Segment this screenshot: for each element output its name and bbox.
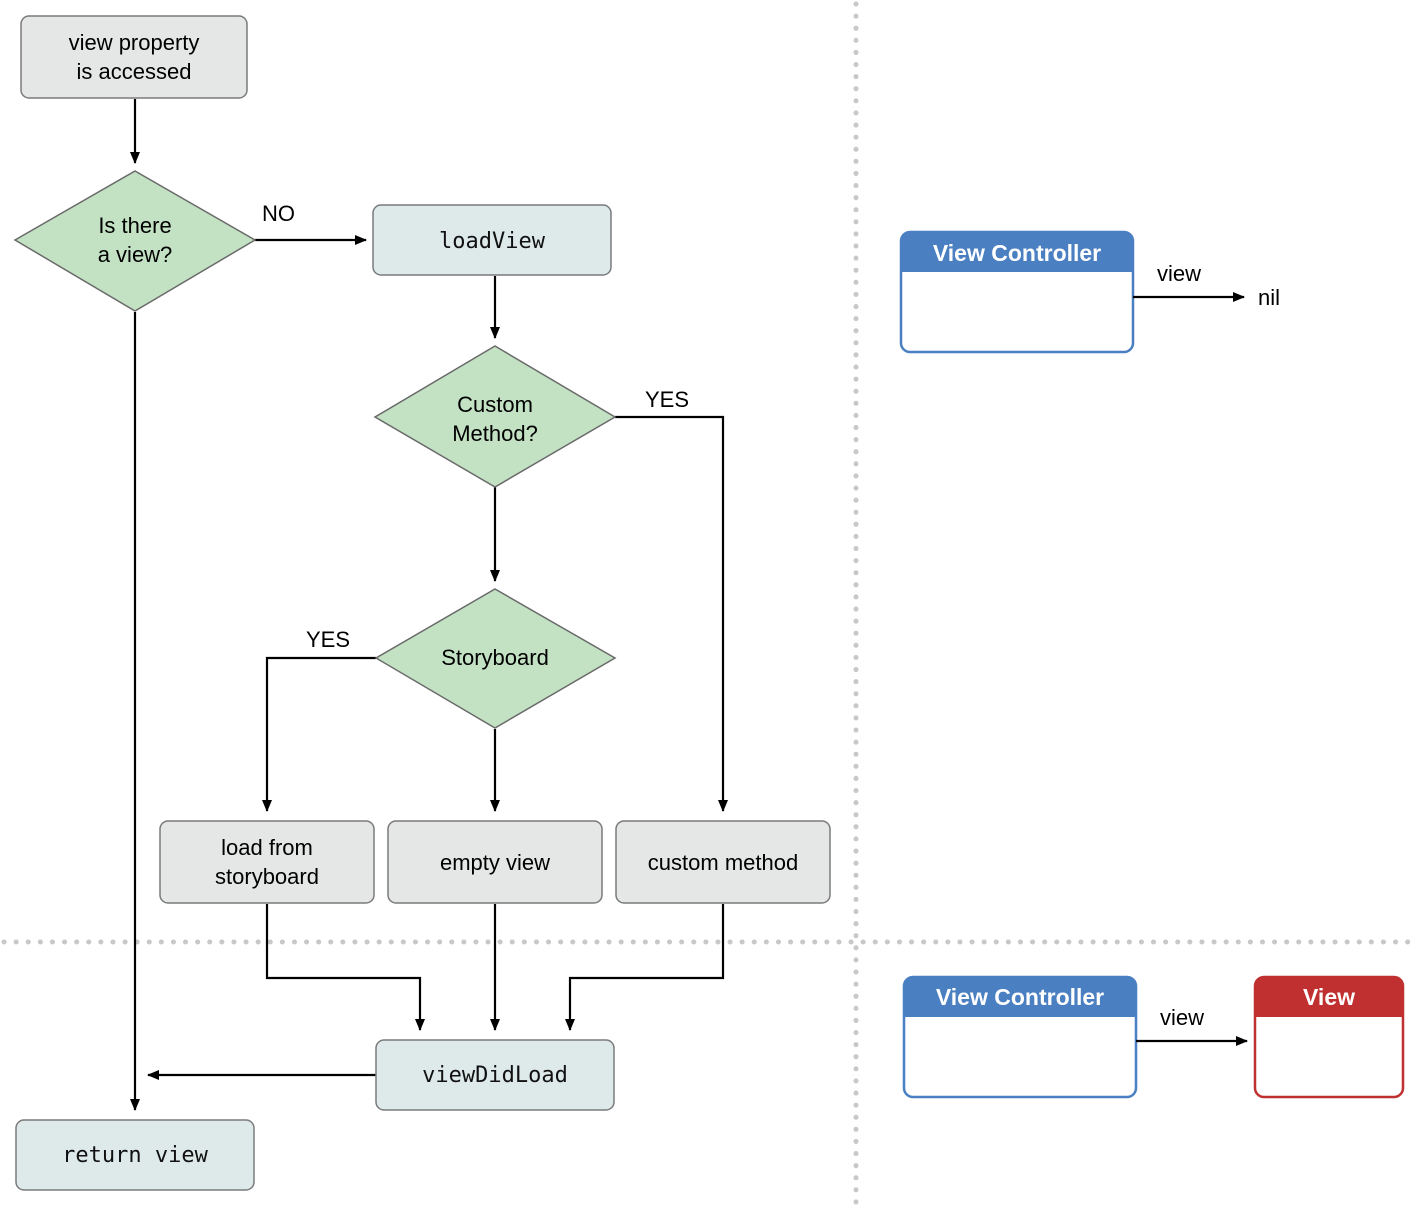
node-loadview-text: loadView [439, 229, 546, 254]
decision-is-there-a-view: Is there a view? [13, 170, 257, 312]
node-return-view: return view [15, 1119, 255, 1191]
node-loadview: loadView [372, 204, 612, 276]
state-top-view-controller: View Controller [899, 230, 1135, 354]
yes-custom-label: YES [645, 387, 689, 412]
node-custom-method-text: custom method [648, 850, 798, 875]
state-bottom-view-controller: View Controller [902, 975, 1138, 1099]
decision-custom-line1: Custom [457, 392, 533, 417]
node-viewdidload-text: viewDidLoad [422, 1063, 568, 1088]
yes-storyboard-label: YES [306, 627, 350, 652]
edge-custom-method-to-viewdidload [565, 904, 725, 1031]
node-start: view property is accessed [20, 15, 248, 99]
state-bottom-controller-title: View Controller [936, 984, 1104, 1010]
node-custom-method: custom method [615, 820, 831, 904]
node-empty-view-text: empty view [440, 850, 550, 875]
decision-storyboard: Storyboard [374, 588, 617, 729]
edge-load-to-viewdidload [265, 904, 425, 1031]
node-load-from-storyboard: load from storyboard [159, 820, 375, 904]
edge-storyboard-yes-to-load [262, 656, 376, 812]
flow-edges [130, 99, 728, 1111]
node-start-line1: view property [69, 30, 200, 55]
no-label: NO [262, 201, 295, 226]
decision-storyboard-text: Storyboard [441, 645, 549, 670]
decision-custom-method: Custom Method? [373, 345, 617, 488]
decision-view-line1: Is there [98, 213, 171, 238]
state-bottom-view-title: View [1303, 984, 1355, 1010]
node-load-line2: storyboard [215, 864, 319, 889]
node-viewdidload: viewDidLoad [375, 1039, 615, 1111]
node-return-view-text: return view [62, 1143, 208, 1168]
edge-custom-yes-to-custom-method [615, 415, 728, 812]
decision-custom-line2: Method? [452, 421, 538, 446]
state-top-controller-title: View Controller [933, 240, 1101, 266]
state-bottom-arrow-label: view [1160, 1005, 1204, 1030]
state-top-nil: nil [1258, 285, 1280, 310]
state-bottom-view: View [1253, 975, 1405, 1099]
node-start-line2: is accessed [77, 59, 192, 84]
state-top-arrow-label: view [1157, 261, 1201, 286]
decision-view-line2: a view? [98, 242, 173, 267]
node-load-line1: load from [221, 835, 313, 860]
node-empty-view: empty view [387, 820, 603, 904]
